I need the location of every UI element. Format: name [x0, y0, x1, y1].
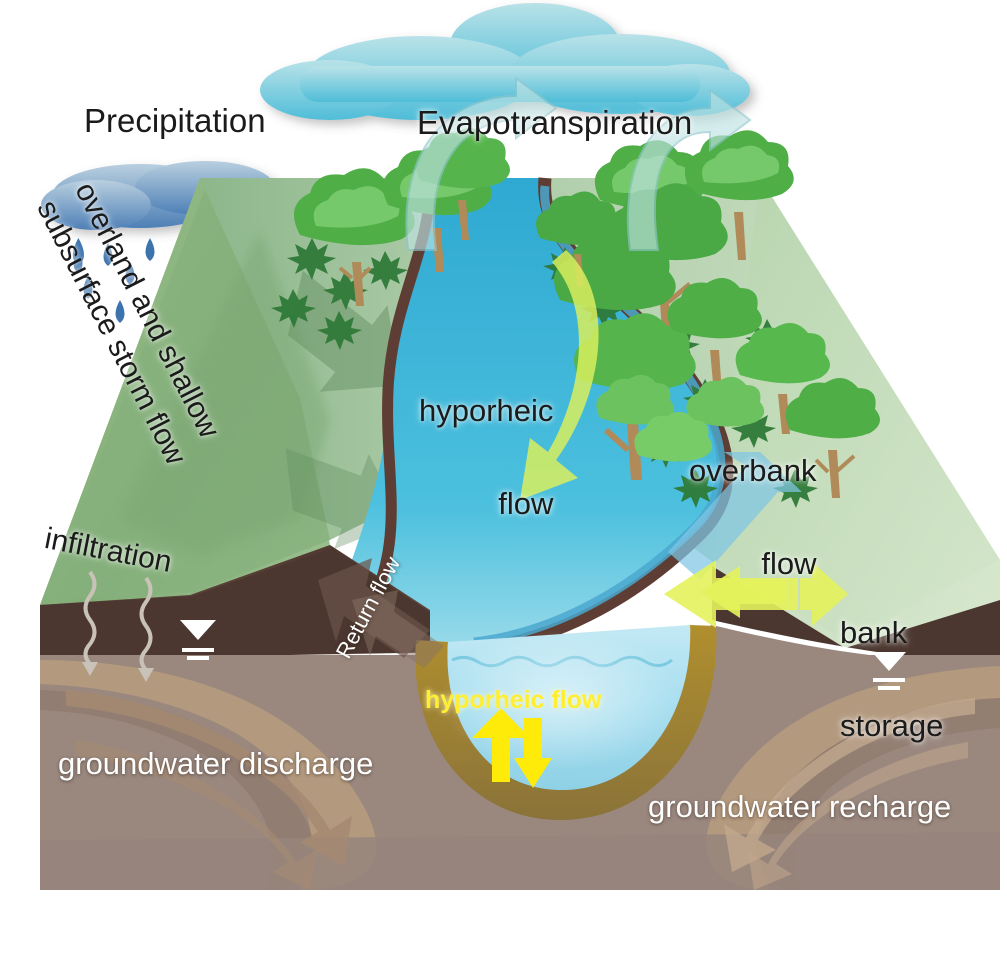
water-table-symbol-icon	[180, 620, 216, 660]
curved-loop-arrow-icon	[724, 698, 975, 890]
wavy-down-arrow-icon	[83, 570, 153, 672]
bank-storage-arrows	[664, 560, 848, 628]
return-flow-arrow-icon	[318, 558, 444, 668]
cloud-icon	[260, 3, 750, 120]
curved-up-arrow-icon	[405, 76, 752, 251]
curved-arrow-icon	[520, 250, 599, 500]
overbank-arrow-icon	[668, 452, 802, 580]
down-arrow-icon	[514, 718, 552, 788]
curved-loop-arrow-icon	[66, 690, 352, 890]
up-arrow-icon	[472, 708, 530, 782]
water-table-symbol-icon	[872, 652, 906, 690]
wavy-arrow-head-icon	[82, 662, 154, 682]
landscape-block	[40, 178, 1000, 648]
